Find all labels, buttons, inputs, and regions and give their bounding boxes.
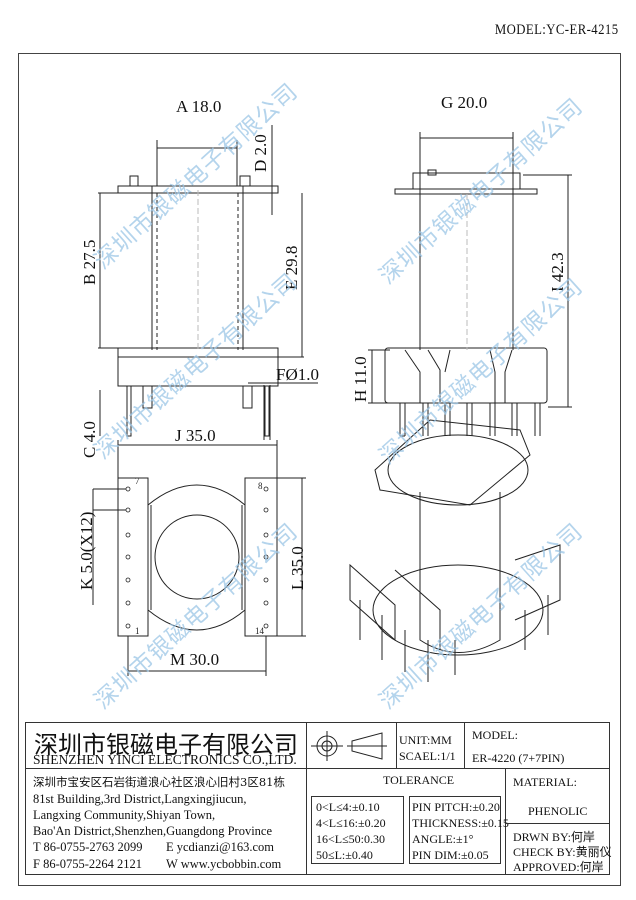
model-value: ER-4220 (7+7PIN) — [472, 751, 565, 765]
telephone: T 86-0755-2763 2099 — [33, 840, 143, 854]
title-block: 深圳市银磁电子有限公司 SHENZHEN YINCI ELECTRONICS C… — [25, 722, 612, 875]
material-value: PHENOLIC — [528, 804, 588, 818]
tolerance-item: 0<L≤4:±0.10 — [316, 800, 380, 814]
tolerance-length-box: 0<L≤4:±0.10 4<L≤16:±0.20 16<L≤50:0.30 50… — [311, 796, 404, 864]
pin-14-label: 14 — [255, 626, 265, 636]
dim-c-label: C 4.0 — [80, 421, 99, 458]
website-link[interactable]: W www.ycbobbin.com — [166, 857, 282, 871]
address-en-line-1: 81st Building,3rd District,Langxingjiucu… — [33, 792, 247, 806]
dim-a-label: A 18.0 — [176, 97, 221, 116]
scale-label: SCAEL:1/1 — [399, 749, 456, 763]
model-number: MODEL:YC-ER-4215 — [494, 22, 618, 38]
tolerance-item: 4<L≤16:±0.20 — [316, 816, 386, 830]
unit-label: UNIT:MM — [399, 733, 452, 747]
pin-1-label: 1 — [135, 626, 140, 636]
tolerance-item: PIN PITCH:±0.20 — [412, 800, 500, 814]
tolerance-item: 50≤L:±0.40 — [316, 848, 373, 862]
dim-j-label: J 35.0 — [175, 426, 216, 445]
dim-g-label: G 20.0 — [441, 93, 487, 112]
drawing-frame — [18, 53, 621, 886]
dim-k-label: K 5.0(X12) — [77, 512, 96, 590]
address-en-line-2: Langxing Community,Shiyan Town, — [33, 808, 216, 822]
checked-by: CHECK BY:黄丽仪 — [513, 845, 612, 859]
dim-b-label: B 27.5 — [80, 240, 99, 285]
dim-m-label: M 30.0 — [170, 650, 219, 669]
dim-h-label: H 11.0 — [351, 356, 370, 402]
company-name-en: SHENZHEN YINCI ELECTRONICS CO.,LTD. — [33, 752, 297, 767]
dim-l-label: L 35.0 — [288, 546, 307, 590]
bottom-view — [92, 440, 306, 676]
drawn-by: DRWN BY:何岸 — [513, 830, 595, 844]
tolerance-other-box: PIN PITCH:±0.20 THICKNESS:±0.15 ANGLE:±1… — [409, 796, 509, 864]
email-link[interactable]: E ycdianzi@163.com — [166, 840, 275, 854]
front-view — [98, 125, 318, 440]
company-name-cn: 深圳市银磁电子有限公司 — [34, 731, 298, 759]
address-cn: 深圳市宝安区石岩街道浪心社区浪心旧村3区81栋 — [33, 775, 285, 789]
tolerance-item: THICKNESS:±0.15 — [412, 816, 509, 830]
dim-d-label: D 2.0 — [251, 134, 270, 172]
dim-f-label: FØ1.0 — [276, 365, 319, 384]
pin-7-label: 7 — [135, 476, 140, 486]
tolerance-item: ANGLE:±1° — [412, 832, 474, 846]
material-label: MATERIAL: — [513, 775, 577, 789]
pin-8-label: 8 — [258, 481, 263, 491]
third-angle-projection-icon — [311, 731, 387, 761]
isometric-view — [349, 419, 561, 682]
address-en-line-3: Bao'An District,Shenzhen,Guangdong Provi… — [33, 824, 273, 838]
side-view — [368, 132, 572, 437]
tolerance-item: 16<L≤50:0.30 — [316, 832, 386, 846]
dim-i-label: I 42.3 — [548, 252, 567, 292]
projection-symbol — [307, 723, 397, 769]
tolerance-item: PIN DIM:±0.05 — [412, 848, 489, 862]
fax: F 86-0755-2264 2121 — [33, 857, 143, 871]
dim-e-label: E 29.8 — [282, 246, 301, 290]
approved-by: APPROVED:何岸 — [513, 860, 604, 874]
tolerance-title: TOLERANCE — [383, 773, 455, 787]
model-label: MODEL: — [472, 728, 518, 742]
